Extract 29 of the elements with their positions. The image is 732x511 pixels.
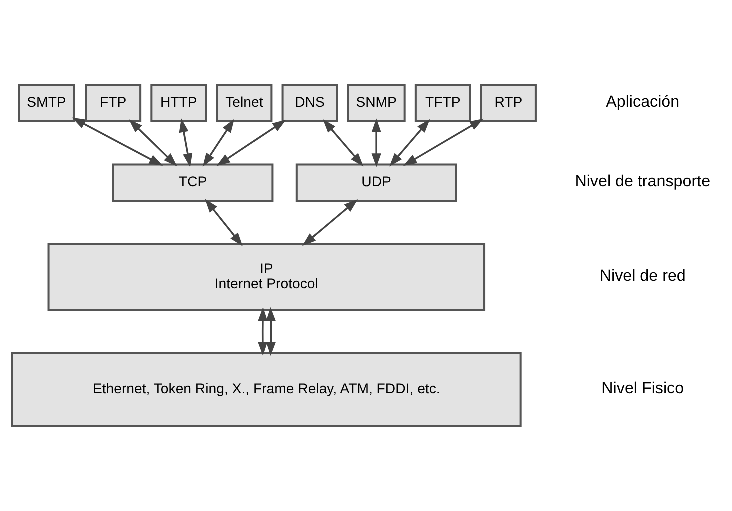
arrow bbox=[129, 120, 178, 167]
node-box: Telnet bbox=[216, 84, 273, 122]
label: Nivel de transporte bbox=[575, 172, 711, 191]
arrow bbox=[179, 118, 193, 168]
node-box: SMTP bbox=[18, 84, 76, 122]
node-box: DNS bbox=[282, 84, 338, 122]
arrow bbox=[258, 307, 268, 356]
node-box: FTP bbox=[85, 84, 142, 122]
arrow bbox=[372, 118, 382, 168]
node-box: IP Internet Protocol bbox=[48, 243, 486, 311]
arrow bbox=[202, 119, 235, 167]
label: Nivel Fisico bbox=[602, 379, 684, 398]
arrow bbox=[390, 119, 430, 167]
node-box: Ethernet, Token Ring, X., Frame Relay, ATM, FDDI, etc. bbox=[11, 352, 522, 427]
node-box: TCP bbox=[112, 164, 274, 202]
arrow bbox=[72, 118, 164, 166]
node-box: HTTP bbox=[150, 84, 208, 122]
node-box: TFTP bbox=[414, 84, 472, 122]
node-box: RTP bbox=[480, 84, 537, 122]
label: Nivel de red bbox=[600, 267, 686, 286]
arrow bbox=[266, 307, 276, 356]
arrow bbox=[302, 199, 358, 246]
arrow bbox=[323, 119, 364, 167]
arrow bbox=[403, 118, 484, 166]
arrow bbox=[205, 199, 243, 246]
label: Aplicación bbox=[606, 93, 680, 112]
arrow bbox=[216, 120, 286, 166]
node-box: UDP bbox=[296, 164, 458, 202]
node-box: SNMP bbox=[347, 84, 406, 122]
